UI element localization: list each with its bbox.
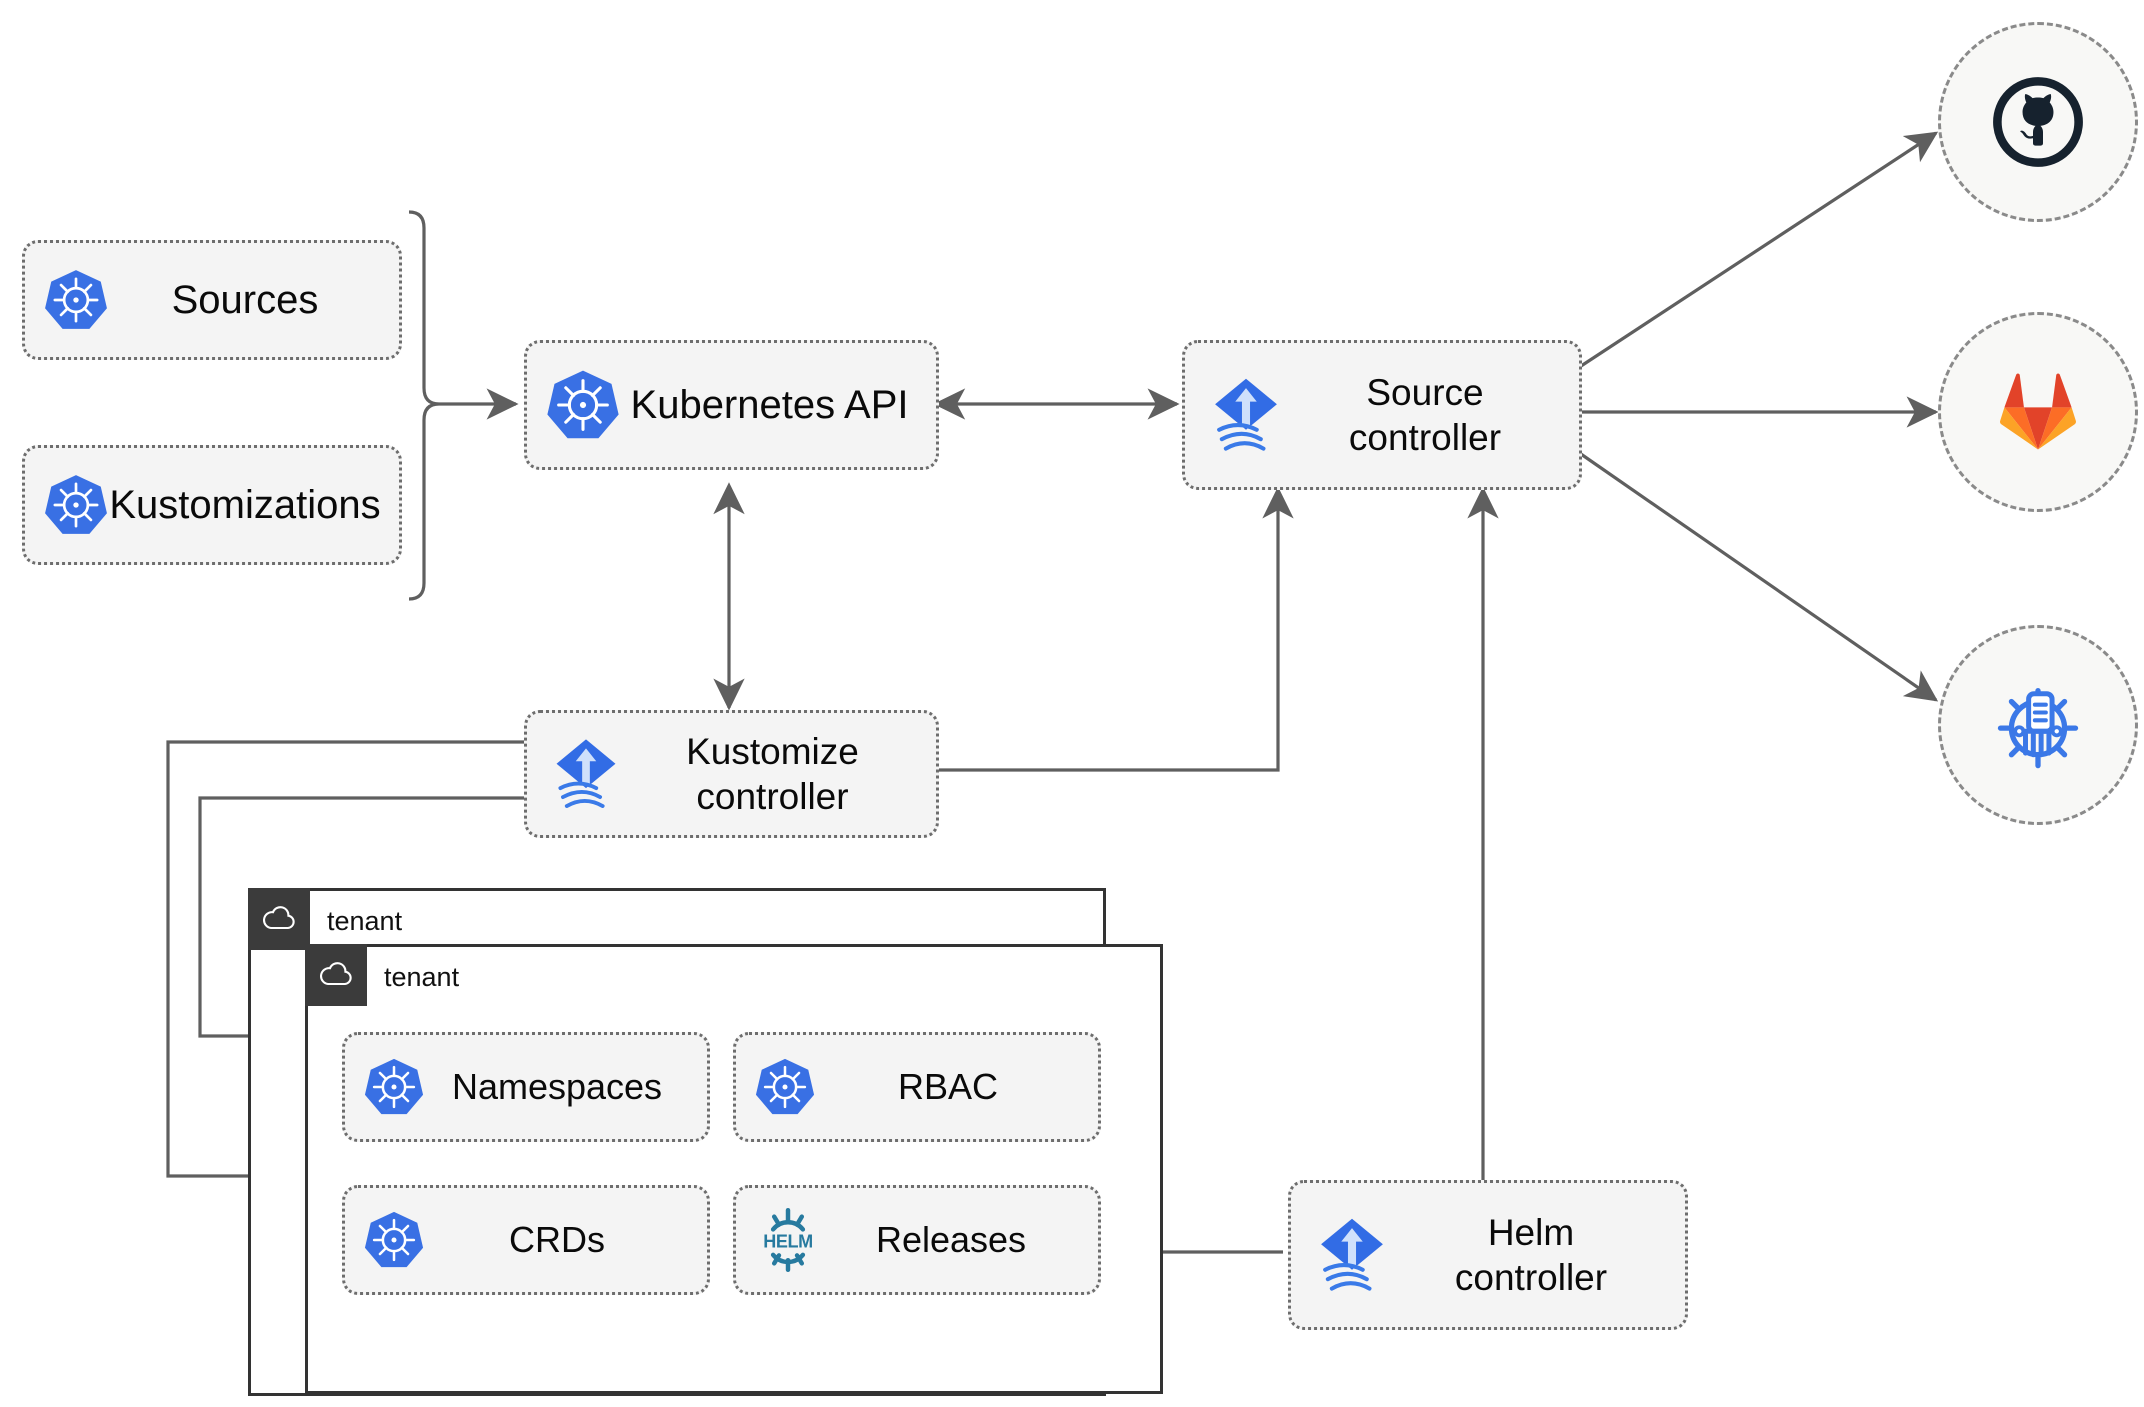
provider-helm-repository[interactable] xyxy=(1938,625,2138,825)
crd-box-sources[interactable]: Sources xyxy=(22,240,402,360)
crd-box-label: Kustomizations xyxy=(109,482,381,527)
tenant-tab-inner xyxy=(305,944,367,1006)
cloud-icon xyxy=(319,962,352,986)
node-label: Helm controller xyxy=(1454,1211,1608,1298)
tenant-resource-label: Namespaces xyxy=(451,1066,663,1108)
tenant-resource-label: RBAC xyxy=(897,1066,999,1108)
helm-logo-icon: HELM xyxy=(754,1206,822,1274)
tenant-tab-outer xyxy=(248,888,310,950)
tenant-resource-rbac[interactable]: RBAC xyxy=(733,1032,1101,1142)
edge-source-to-helm-repo xyxy=(1577,450,1939,702)
edge-source-to-github xyxy=(1577,131,1939,370)
flux-icon xyxy=(545,733,627,815)
crd-group-brace xyxy=(408,210,440,601)
node-label: Kustomize controller xyxy=(686,730,859,817)
node-kubernetes-api[interactable]: Kubernetes API xyxy=(524,340,939,470)
provider-gitlab[interactable] xyxy=(1938,312,2138,512)
node-helm-controller[interactable]: Helm controller xyxy=(1288,1180,1688,1330)
tenant-label-outer: tenant xyxy=(327,906,403,936)
tenant-resource-releases[interactable]: HELM Releases xyxy=(733,1185,1101,1295)
kubernetes-icon xyxy=(43,472,109,538)
gitlab-icon xyxy=(2000,373,2076,450)
flux-icon xyxy=(1309,1212,1395,1298)
node-source-controller[interactable]: Source controller xyxy=(1182,340,1582,490)
edge-kustomize-to-source-controller xyxy=(938,486,1294,772)
flux-icon xyxy=(1203,372,1289,458)
provider-github[interactable] xyxy=(1938,22,2138,222)
github-icon xyxy=(1993,77,2083,167)
crd-box-kustomizations[interactable]: Kustomizations xyxy=(22,445,402,565)
kubernetes-icon xyxy=(545,367,621,443)
node-label: Kubernetes API xyxy=(630,382,909,427)
kubernetes-icon xyxy=(363,1209,425,1271)
tenant-resource-label: Releases xyxy=(875,1219,1027,1261)
kubernetes-icon xyxy=(754,1056,816,1118)
node-label: Source controller xyxy=(1348,371,1502,458)
kubernetes-icon xyxy=(43,267,109,333)
tenant-resource-crds[interactable]: CRDs xyxy=(342,1185,710,1295)
helm-repo-icon xyxy=(1997,687,2079,769)
tenant-frame-inner[interactable] xyxy=(305,944,1163,1394)
tenant-resource-namespaces[interactable]: Namespaces xyxy=(342,1032,710,1142)
node-kustomize-controller[interactable]: Kustomize controller xyxy=(524,710,939,838)
tenant-resource-label: CRDs xyxy=(509,1219,605,1261)
svg-text:HELM: HELM xyxy=(763,1231,812,1251)
crd-box-label: Sources xyxy=(171,277,319,322)
tenant-label-inner: tenant xyxy=(384,962,460,992)
cloud-icon xyxy=(262,906,295,930)
kubernetes-icon xyxy=(363,1056,425,1118)
